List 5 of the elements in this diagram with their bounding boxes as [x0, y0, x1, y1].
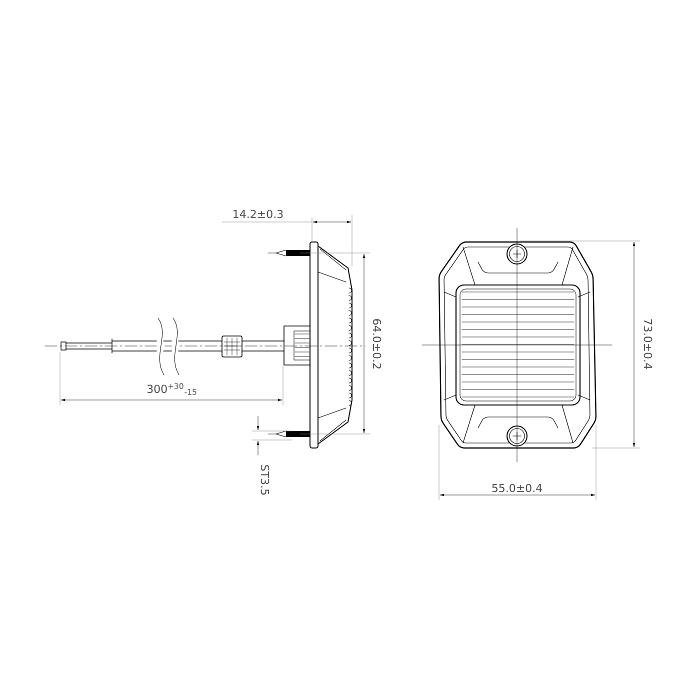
- dimension-label: 64.0±0.2: [372, 319, 382, 368]
- dimension-label: ST3.5: [260, 465, 270, 495]
- dimension-label: 14.2±0.3: [234, 210, 283, 218]
- dimension-label: 73.0±0.4: [644, 319, 652, 369]
- dimension-label: 55.0±0.4: [492, 484, 542, 492]
